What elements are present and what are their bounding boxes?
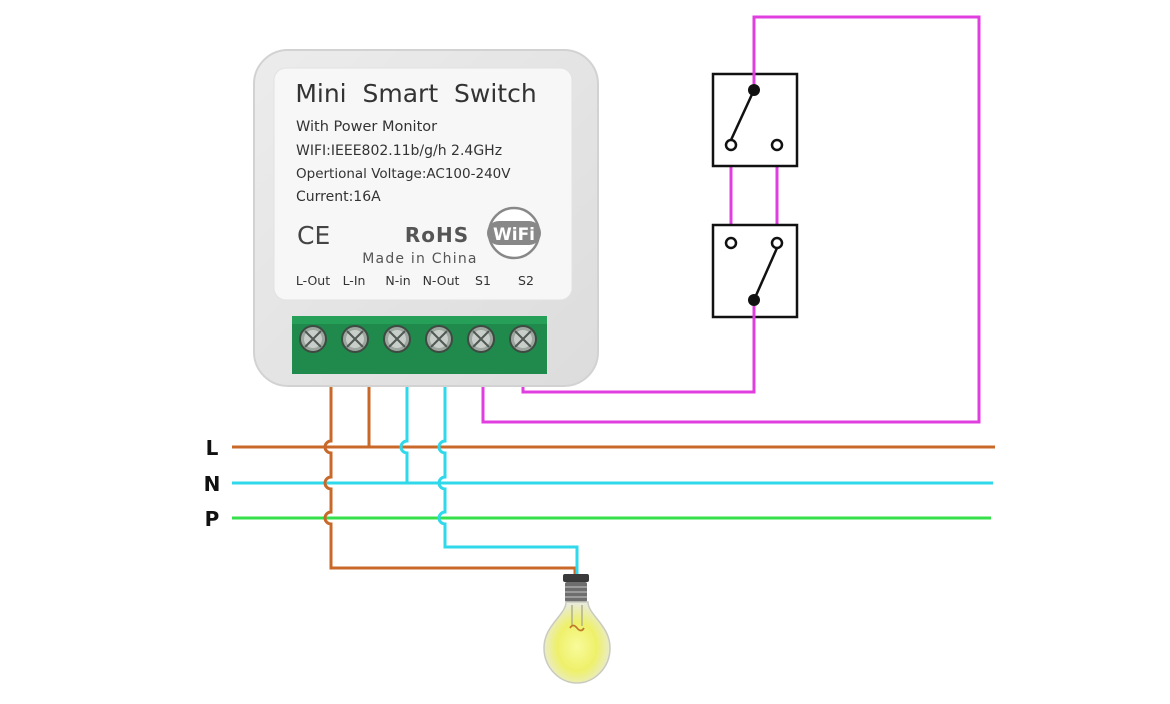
two-way-switch-icon bbox=[711, 72, 799, 168]
screw-terminal-icon bbox=[425, 325, 453, 353]
terminal-label-n-out: N-Out bbox=[423, 273, 460, 288]
terminal-label-l-out: L-Out bbox=[296, 273, 330, 288]
line-label-P: P bbox=[205, 507, 220, 531]
two-way-switch-icon bbox=[711, 223, 799, 319]
module-wifi-spec: WIFI:IEEE802.11b/g/h 2.4GHz bbox=[296, 143, 502, 159]
line-label-N: N bbox=[204, 472, 221, 496]
screw-terminal-icon bbox=[467, 325, 495, 353]
terminal-block bbox=[292, 316, 547, 374]
terminal-label-n-in: N-in bbox=[385, 273, 410, 288]
smart-switch-module: Mini Smart Switch With Power Monitor WIF… bbox=[253, 49, 599, 387]
rohs-mark: RoHS bbox=[405, 223, 469, 247]
module-subtitle: With Power Monitor bbox=[296, 119, 437, 135]
screw-terminal-icon bbox=[509, 325, 537, 353]
screw-terminal-icon bbox=[299, 325, 327, 353]
made-in-label: Made in China bbox=[362, 251, 477, 267]
screw-terminal-icon bbox=[383, 325, 411, 353]
terminal-label-s1: S1 bbox=[475, 273, 491, 288]
module-current: Current:16A bbox=[296, 189, 381, 205]
module-voltage: Opertional Voltage:AC100-240V bbox=[296, 166, 511, 182]
screw-terminal-icon bbox=[341, 325, 369, 353]
module-title: Mini Smart Switch bbox=[295, 79, 536, 108]
terminal-label-s2: S2 bbox=[518, 273, 534, 288]
ce-mark-icon: CE bbox=[297, 221, 330, 250]
terminal-label-l-in: L-In bbox=[343, 273, 366, 288]
neutral-wires bbox=[399, 386, 579, 574]
line-label-L: L bbox=[206, 436, 219, 460]
light-bulb-icon bbox=[543, 574, 611, 684]
wifi-logo-text: WiFi bbox=[493, 225, 535, 245]
load-live-wire bbox=[323, 386, 577, 574]
wifi-logo-icon: WiFi bbox=[487, 206, 541, 260]
